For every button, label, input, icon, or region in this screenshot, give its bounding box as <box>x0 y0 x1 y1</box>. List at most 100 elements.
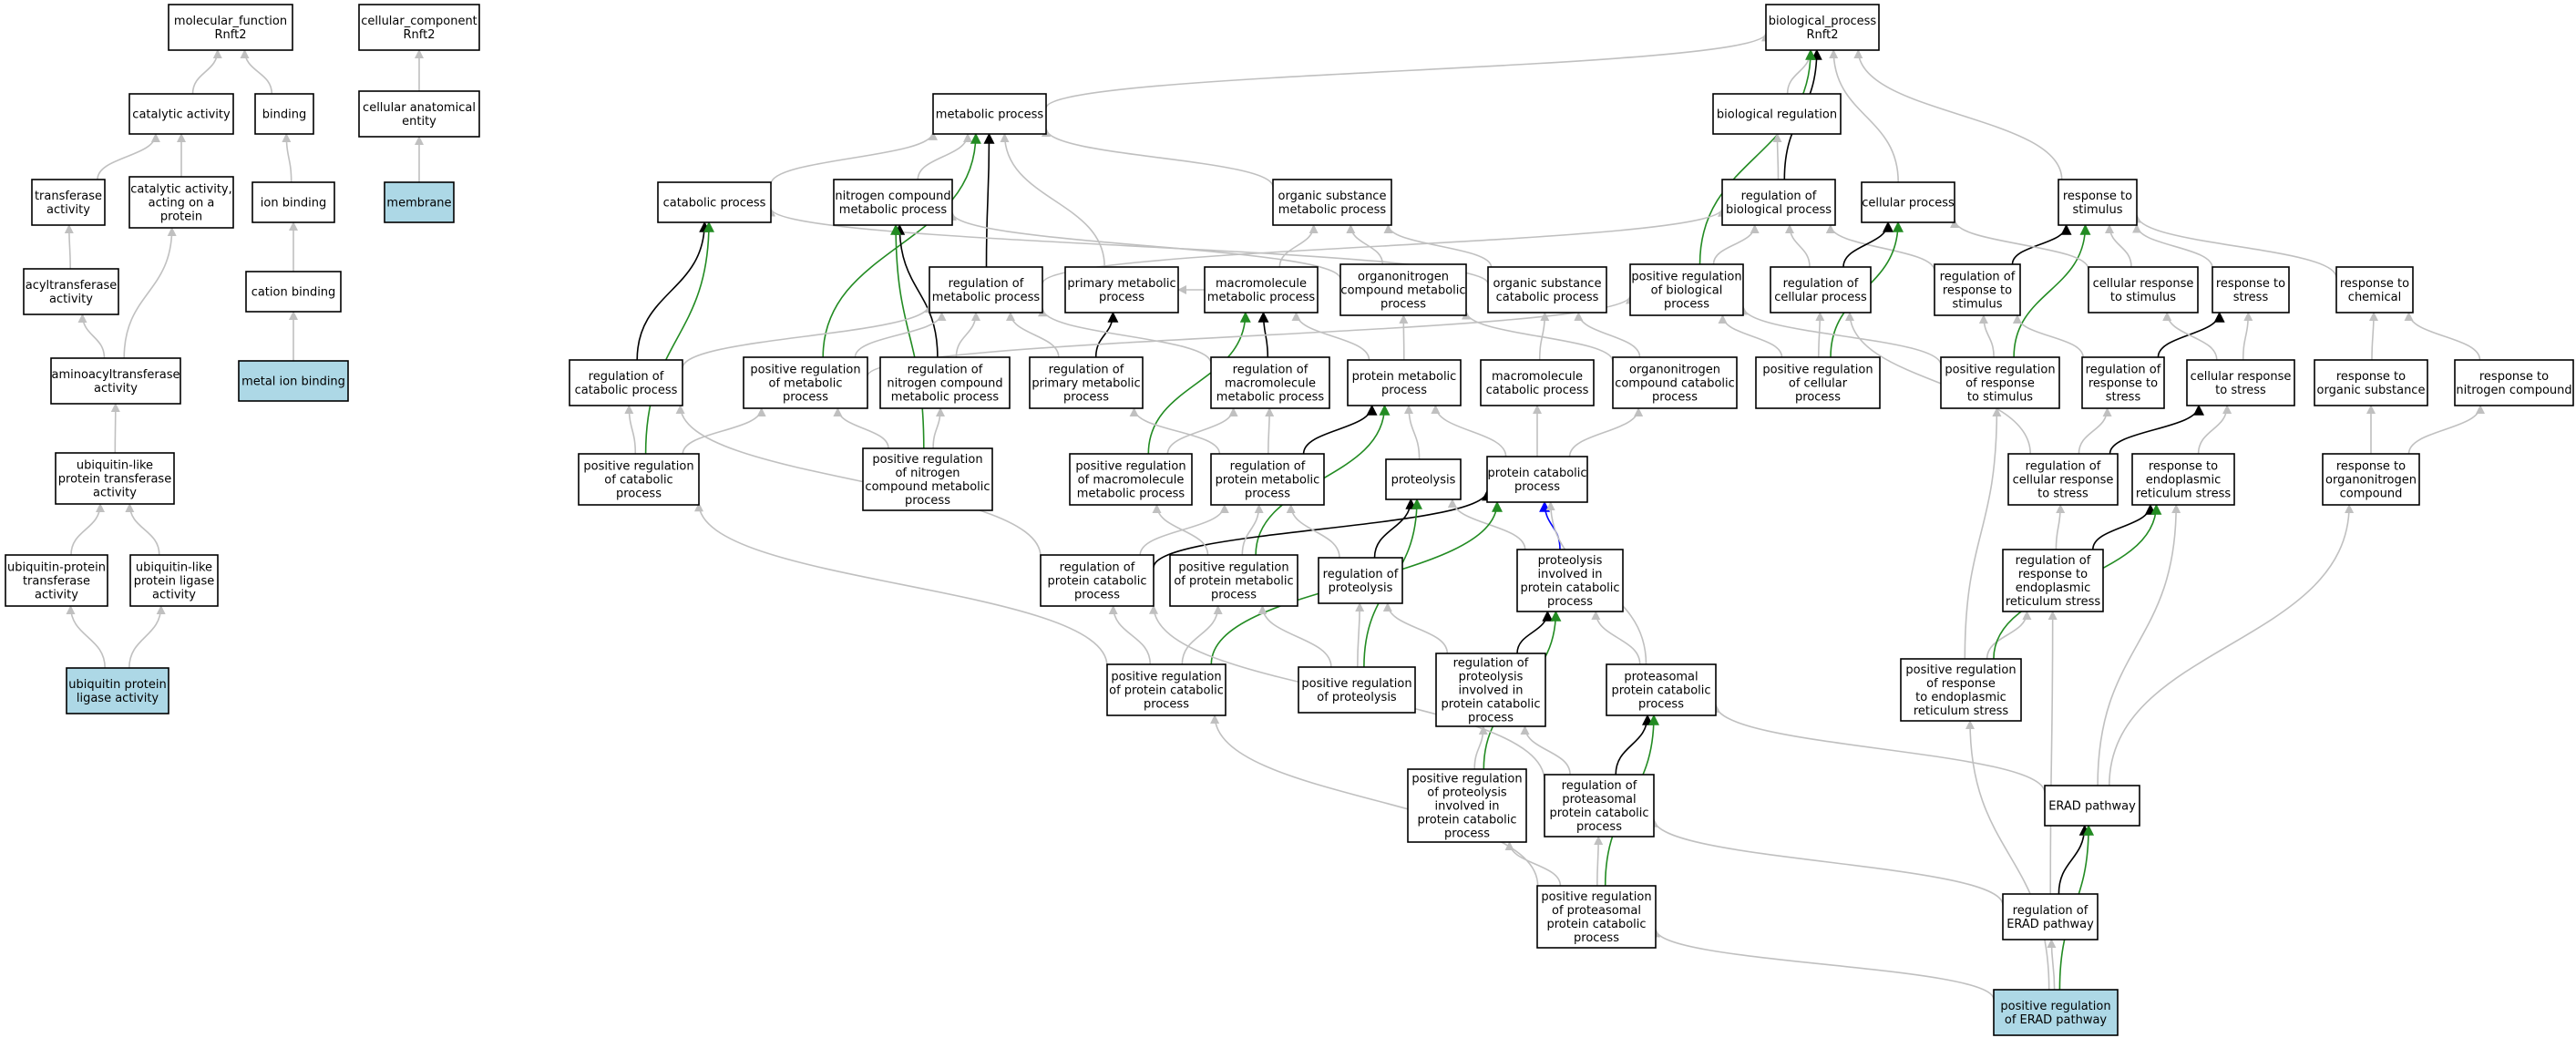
edge-is-a <box>123 227 177 359</box>
node-ionbinding[interactable]: ion binding <box>251 181 335 223</box>
node-membrane[interactable]: membrane <box>384 181 455 223</box>
node-label-line: positive regulation <box>1178 561 1288 575</box>
node-label-line: reticulum stress <box>1914 704 2009 718</box>
edge-positively-regulates <box>1699 48 1817 265</box>
node-box <box>1069 453 1193 506</box>
edge-line <box>1712 224 1760 265</box>
node-metabolic[interactable]: metabolic process <box>932 93 1047 135</box>
node-label-line: process <box>1245 488 1290 501</box>
node-erad[interactable]: ERAD pathway <box>2044 785 2140 827</box>
edge-is-a <box>1772 133 1782 180</box>
node-label-line: metabolic process <box>936 108 1044 122</box>
node-box <box>578 453 700 506</box>
node-cellproc[interactable]: cellular process <box>1861 181 1955 223</box>
node-catabolic[interactable]: catabolic process <box>657 181 772 223</box>
node-proteolysis[interactable]: proteolysis <box>1385 458 1462 500</box>
node-label-line: process <box>1576 820 1622 834</box>
edge-is-a <box>240 49 273 95</box>
node-label-line: positive regulation <box>1075 460 1185 474</box>
node-bioreg[interactable]: biological regulation <box>1712 93 1842 135</box>
edge-is-a <box>1257 605 1332 668</box>
edge-is-a <box>1355 602 1365 668</box>
edge-line <box>1845 312 2031 455</box>
node-box <box>2007 453 2119 506</box>
edge-line <box>1739 305 1942 365</box>
node-label-line: molecular_function <box>174 15 287 28</box>
node-catalytic[interactable]: catalytic activity <box>128 93 234 135</box>
node-cationbinding[interactable]: cation binding <box>245 271 342 313</box>
node-metalion[interactable]: metal ion binding <box>238 360 349 402</box>
node-label-line: organic substance <box>1278 190 1387 203</box>
node-binding[interactable]: binding <box>254 93 314 135</box>
node-label-line: regulation of <box>1060 561 1135 575</box>
node-label-line: ubiquitin-like <box>77 459 153 473</box>
node-label-line: response to <box>2479 370 2549 384</box>
edge-line <box>1539 500 1561 550</box>
